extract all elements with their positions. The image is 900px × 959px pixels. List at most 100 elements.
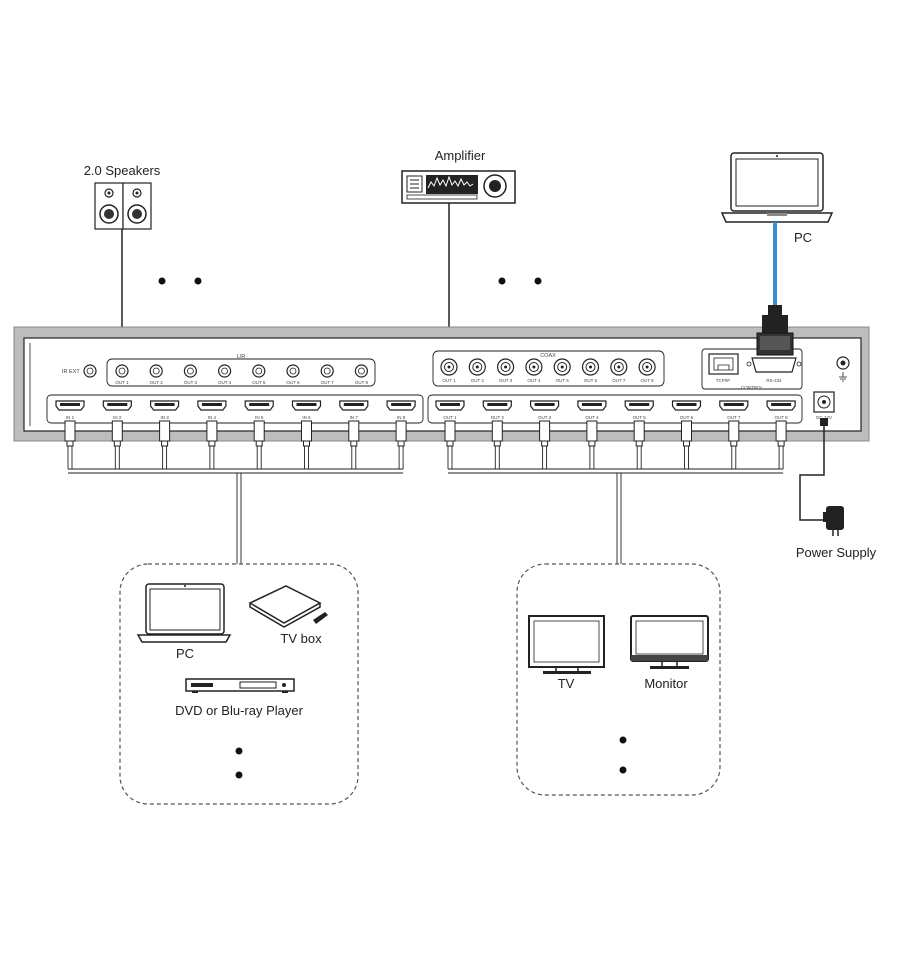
speakers-icon	[94, 182, 152, 230]
hdmi-plug	[539, 420, 551, 447]
dc-label: DC 12V	[816, 415, 832, 420]
coax-out-port	[440, 358, 458, 376]
power-adapter-icon	[823, 506, 844, 536]
amplifier-label: Amplifier	[435, 148, 486, 163]
coax-out-label: OUT 3	[499, 378, 513, 383]
audio-out-label: OUT 3	[184, 380, 198, 385]
audio-out-port	[354, 364, 368, 378]
power-cable	[799, 425, 828, 521]
power-supply-label: Power Supply	[796, 545, 877, 560]
ellipsis-dot	[194, 277, 202, 285]
hdmi-in-label: IN 4	[208, 415, 217, 420]
hdmi-plug	[586, 420, 598, 447]
coax-out-port	[553, 358, 571, 376]
coax-out-label: OUT 2	[471, 378, 485, 383]
monitor-icon	[630, 615, 709, 669]
audio-out-port	[183, 364, 197, 378]
hdmi-plug	[253, 420, 265, 447]
coax-out-label: OUT 5	[556, 378, 570, 383]
hdmi-out-label: OUT 3	[538, 415, 552, 420]
hdmi-plug	[775, 420, 787, 447]
hdmi-plug	[728, 420, 740, 447]
coax-out-port	[497, 358, 515, 376]
coax-out-port	[525, 358, 543, 376]
hdmi-plug	[491, 420, 503, 447]
lr-label: L/R	[237, 354, 246, 360]
hdmi-in-label: IN 8	[397, 415, 406, 420]
audio-out-label: OUT 2	[150, 380, 164, 385]
rs232-plug	[756, 305, 794, 356]
hdmi-plug	[64, 420, 76, 447]
ir-ext-label: IR EXT	[62, 369, 80, 375]
coax-out-port	[610, 358, 628, 376]
coax-out-label: OUT 4	[527, 378, 541, 383]
speakers-label: 2.0 Speakers	[84, 163, 161, 178]
audio-out-port	[286, 364, 300, 378]
hdmi-out-label: OUT 7	[727, 415, 741, 420]
dvd-player-icon	[185, 678, 295, 693]
coax-out-label: OUT 6	[584, 378, 598, 383]
pc-top-label: PC	[794, 230, 812, 245]
hdmi-plug	[206, 420, 218, 447]
control-label: CONTROL	[741, 385, 763, 390]
lr-audio-group	[106, 358, 376, 387]
hdmi-out-label: OUT 5	[633, 415, 647, 420]
audio-out-label: OUT 8	[355, 380, 369, 385]
source-laptop-icon	[136, 583, 232, 643]
hdmi-in-label: IN 2	[113, 415, 122, 420]
display-devices-box	[516, 563, 721, 796]
hdmi-in-label: IN 5	[255, 415, 264, 420]
tcpip-label: TCP/IP	[716, 378, 731, 383]
hdmi-out-label: OUT 6	[680, 415, 694, 420]
dvd-label: DVD or Blu-ray Player	[175, 703, 304, 718]
audio-out-label: OUT 1	[115, 380, 129, 385]
tcpip-port	[708, 353, 739, 375]
rs232-label: RS-232	[766, 378, 782, 383]
hdmi-plug	[444, 420, 456, 447]
ellipsis-dot	[534, 277, 542, 285]
monitor-label: Monitor	[644, 676, 688, 691]
audio-out-label: OUT 6	[286, 380, 300, 385]
ellipsis-dot	[235, 747, 243, 755]
coax-out-port	[581, 358, 600, 376]
audio-out-port	[149, 364, 163, 378]
control-group	[701, 348, 803, 390]
ellipsis-dot	[619, 736, 627, 744]
hdmi-out-label: OUT 2	[491, 415, 505, 420]
coax-out-label: OUT 1	[442, 378, 456, 383]
audio-out-label: OUT 4	[218, 380, 232, 385]
hdmi-plug	[159, 420, 171, 447]
hdmi-output-group	[427, 394, 803, 424]
coax-group	[432, 350, 665, 387]
audio-out-port	[115, 364, 129, 378]
tv-label: TV	[558, 676, 575, 691]
hdmi-in-label: IN 6	[302, 415, 311, 420]
tv-box-label: TV box	[280, 631, 322, 646]
hdmi-plug	[111, 420, 123, 447]
hdmi-out-label: OUT 1	[443, 415, 457, 420]
ellipsis-dot	[619, 766, 627, 774]
hdmi-in-label: IN 1	[66, 415, 75, 420]
audio-out-port	[252, 364, 266, 378]
ir-ext-port	[83, 364, 97, 378]
tv-icon	[528, 615, 605, 674]
audio-out-port	[218, 364, 232, 378]
source-pc-label: PC	[176, 646, 194, 661]
hdmi-plug	[395, 420, 407, 447]
audio-out-label: OUT 5	[252, 380, 266, 385]
audio-out-label: OUT 7	[321, 380, 335, 385]
audio-out-port	[320, 364, 334, 378]
coax-label: COAX	[540, 353, 556, 359]
source-devices-box	[119, 563, 359, 805]
hdmi-plug	[633, 420, 645, 447]
ellipsis-dot	[235, 771, 243, 779]
hdmi-plug	[301, 420, 312, 447]
hdmi-input-group	[46, 394, 424, 424]
hdmi-plug	[681, 420, 692, 447]
tv-box-icon	[248, 585, 328, 628]
hdmi-in-label: IN 7	[350, 415, 359, 420]
hdmi-in-label: IN 3	[160, 415, 169, 420]
coax-out-port	[638, 358, 656, 376]
amplifier-icon	[401, 170, 516, 204]
